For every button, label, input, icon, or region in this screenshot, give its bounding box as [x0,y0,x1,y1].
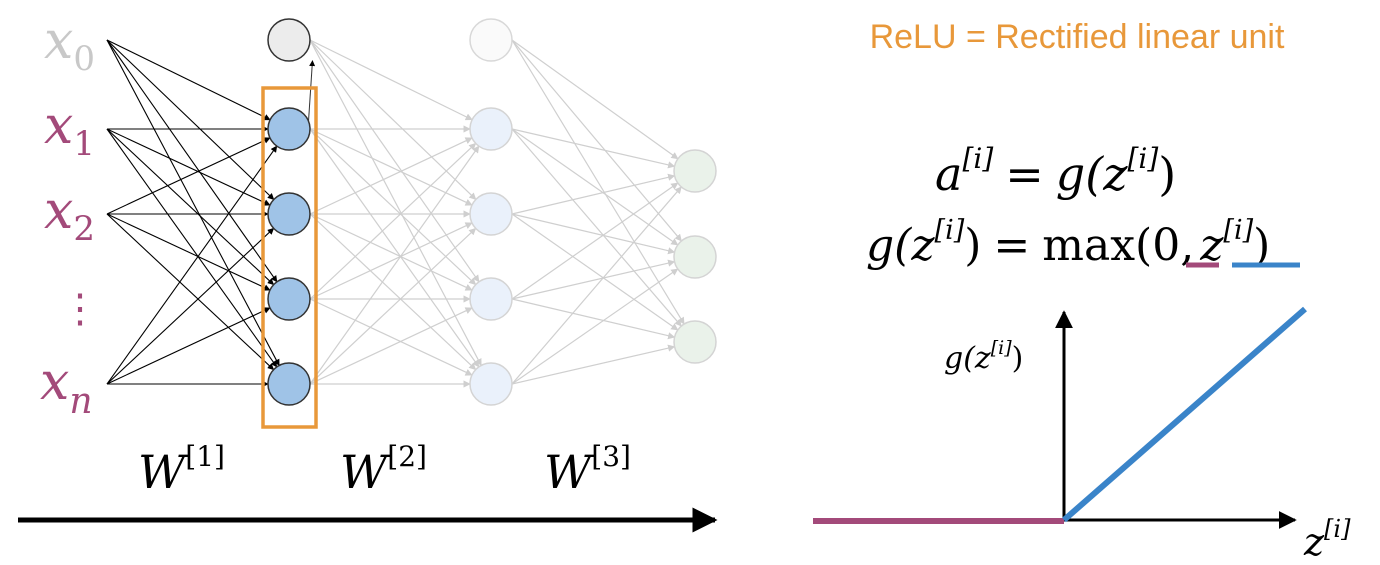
faded-edge [309,298,473,376]
layer1-edges [106,39,316,388]
faded-edge [511,268,679,385]
faded-edge [309,222,473,300]
input-label-x2: x2 [44,181,95,249]
faded-edge [511,182,679,300]
weight-label-w1: W[1] [138,440,225,499]
weight-label-w3: W[3] [544,440,631,499]
faded-output-node [673,149,717,193]
hidden-node [267,362,311,406]
layer1-edge [106,213,275,371]
hidden-node [267,277,311,321]
input-labels: x0 x1 x2 ⋮ xn [40,11,100,422]
input-label-xn: xn [40,352,93,422]
layer1-edge [106,128,271,206]
layer1-edge [106,39,278,283]
layer1-edge [106,128,278,368]
faded-hidden-node [469,107,513,151]
equation-activation: a[i]=g(z[i]) [935,142,1176,201]
equation-relu: g(z[i])=max(0,z[i]) [866,215,1270,271]
layer1-edge [106,39,271,121]
bias-edge [307,60,316,130]
faded-edge [511,213,679,331]
faded-edge [309,142,477,300]
faded-edge [511,213,676,255]
hidden-node [267,192,311,236]
faded-edge [309,128,477,286]
faded-edge [309,39,473,121]
input-label-dots: ⋮ [60,286,100,332]
faded-edge [511,39,685,325]
faded-hidden-node [469,277,513,321]
faded-edge [309,128,480,368]
faded-edge [511,39,682,242]
faded-output-node [673,320,717,364]
faded-output-node [673,235,717,279]
layer1-edge [106,128,275,286]
input-label-x1: x1 [44,96,95,164]
hidden-layer-highlight-box [261,86,318,429]
relu-plot: g(z[i]) z[i] [813,306,1351,564]
faded-edge [309,39,477,200]
faded-edge [511,173,676,215]
x-axis-label: z[i] [1303,515,1351,564]
faded-edge [309,39,480,283]
faded-edge [511,186,682,385]
layer1-edge [106,39,280,367]
weight-labels: W[1] W[2] W[3] [138,440,631,499]
faded-hidden-node [469,362,513,406]
faded-edge [309,213,473,291]
layer1-edge [106,227,275,385]
faded-edge [309,145,480,385]
bias-node [267,18,311,62]
network-nodes [267,18,717,406]
faded-hidden-node [469,192,513,236]
faded-bias-node [469,18,513,62]
input-label-x0: x0 [44,11,95,79]
faded-edge [309,307,473,385]
hidden-node [267,107,311,151]
faded-edge [309,137,473,215]
weight-label-w2: W[2] [340,440,427,499]
faded-edge [511,128,679,246]
layer1-edge [106,39,275,200]
layer1-edge [106,213,271,291]
faded-edge [511,298,676,340]
faded-edge [309,128,473,206]
layer1-edge [106,137,271,215]
layer1-edge [106,145,278,385]
y-axis-label: g(z[i]) [944,337,1023,376]
faded-edge [309,227,477,385]
faded-edge [511,128,682,327]
title: ReLU = Rectified linear unit [870,18,1285,56]
faded-edge [511,39,679,160]
faded-edge [309,213,477,371]
faded-edge [309,39,482,367]
relu-positive-segment [1062,306,1307,523]
faded-edge [511,259,676,300]
faded-edge [511,128,676,169]
faded-edge [511,344,676,385]
layer1-edge [106,307,271,385]
faded-edges [309,39,685,388]
